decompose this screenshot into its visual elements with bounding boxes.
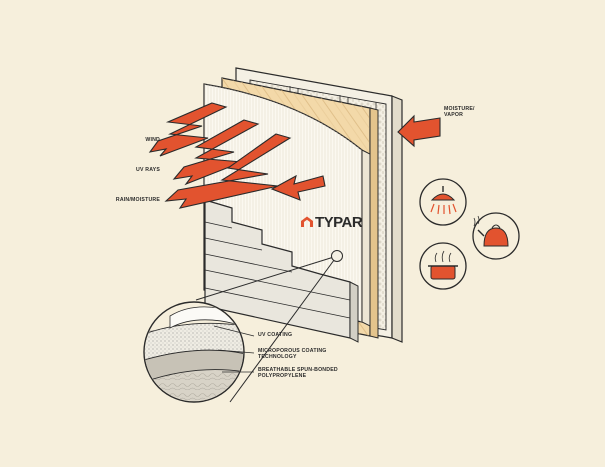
uv-coating-label: UV COATING <box>258 332 293 338</box>
moisture-vapor-arrow <box>397 114 441 148</box>
shower-icon <box>419 178 467 226</box>
rain-moisture-arrow <box>164 133 292 209</box>
zoom-callout <box>143 250 343 403</box>
wrap-arrow <box>270 174 326 201</box>
microporous-label: MICROPOROUS COATING TECHNOLOGY <box>258 348 327 360</box>
cooking-pot-icon <box>419 242 467 290</box>
uv-rays-label: UV RAYS <box>136 167 160 173</box>
uv-rays-arrow <box>172 119 260 186</box>
kettle-icon <box>472 212 520 260</box>
wind-arrow <box>148 102 228 157</box>
wind-label: WIND <box>145 137 160 143</box>
siding-layer <box>204 199 359 343</box>
rain-moisture-label: RAIN/MOISTURE <box>115 197 160 203</box>
moisture-vapor-label: MOISTURE/ VAPOR <box>444 106 475 118</box>
brand-name: TYPAR <box>315 214 363 231</box>
spunbonded-label: BREATHABLE SPUN-BONDED POLYPROPYLENE <box>258 367 338 379</box>
typar-logo: TYPAR <box>300 214 363 231</box>
